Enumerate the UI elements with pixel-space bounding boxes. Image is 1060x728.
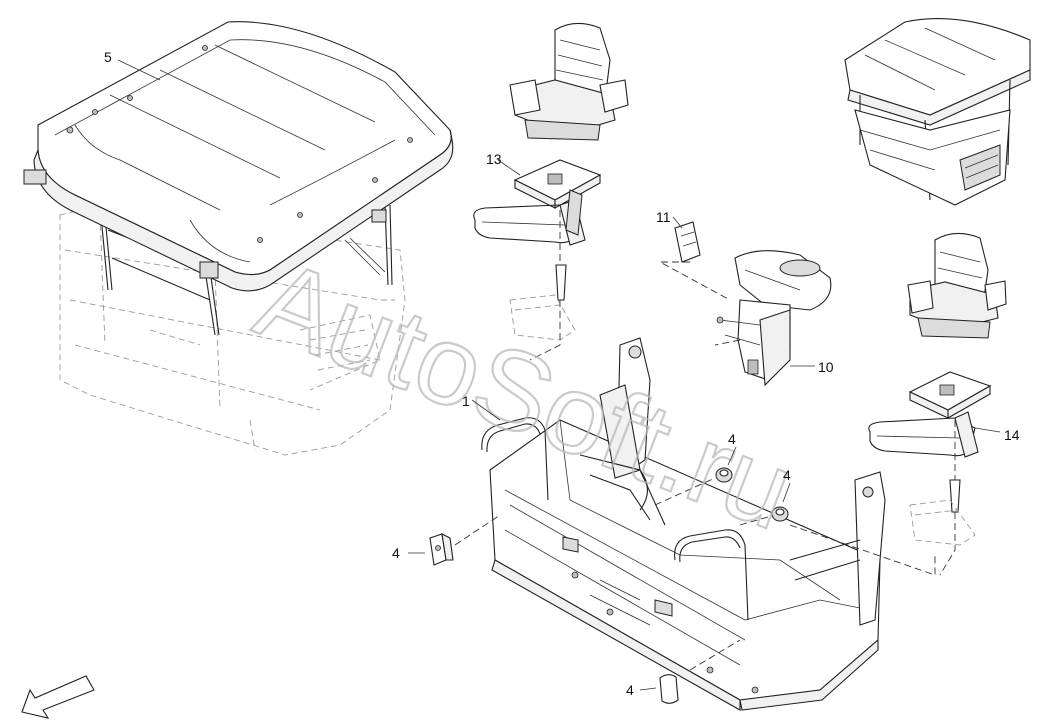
callout-leaders	[117, 59, 1001, 691]
control-console-10	[659, 221, 832, 387]
callout-5: 5	[104, 49, 112, 65]
seat-assembly-14	[868, 232, 1007, 576]
callout-13: 13	[486, 151, 502, 167]
callout-4-left: 4	[392, 545, 400, 561]
damper-mounts-4	[429, 467, 789, 704]
callout-1: 1	[462, 393, 470, 409]
direction-arrow-icon	[21, 675, 95, 719]
callout-10: 10	[818, 359, 834, 375]
callout-labels: 5 13 11 10 1 4 4 4 4 14	[104, 49, 1020, 698]
callout-4-right: 4	[783, 467, 791, 483]
cab-roof-assembly	[23, 21, 454, 456]
callout-14: 14	[1004, 427, 1020, 443]
callout-4-center: 4	[728, 431, 736, 447]
callout-4-bottom: 4	[626, 682, 634, 698]
base-frame-1	[454, 337, 936, 711]
cab-overview-thumbnail	[844, 18, 1031, 206]
seat-assembly-13	[473, 22, 629, 361]
callout-11: 11	[656, 209, 671, 225]
